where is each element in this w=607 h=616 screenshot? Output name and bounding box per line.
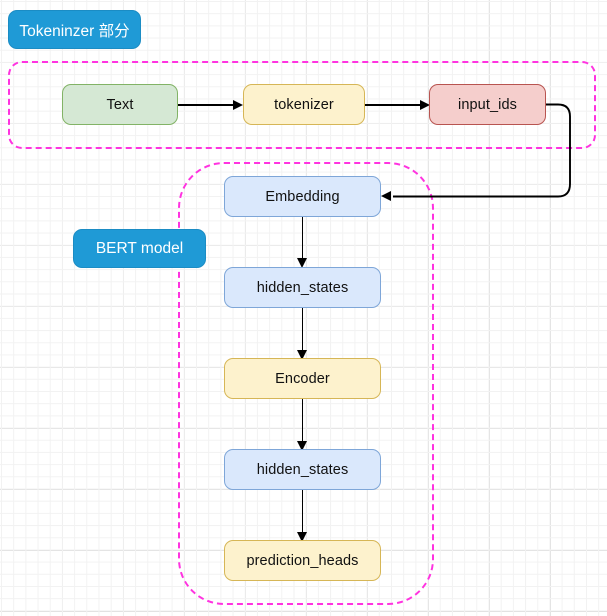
node-hidden-states-1[interactable]: hidden_states [224,267,381,308]
node-input-ids[interactable]: input_ids [429,84,546,125]
node-embedding-label: Embedding [265,188,340,205]
edge-embedding-to-hidden-states-1-arrowhead [297,258,307,268]
edge-hidden-states-1-to-encoder-line [301,308,304,353]
node-prediction-heads-label: prediction_heads [246,552,359,569]
edge-input-ids-to-embedding-arrowhead [381,191,391,201]
node-tokenizer[interactable]: tokenizer [243,84,365,125]
edge-encoder-to-hidden-states-2-line [301,399,304,444]
group-frame-tokenizer [8,61,596,149]
node-hidden-states-1-label: hidden_states [256,279,349,296]
group-label-tokenizer: Tokeninzer 部分 [8,10,141,49]
edge-hidden-states-2-to-prediction-heads-line [301,490,304,535]
node-tokenizer-label: tokenizer [274,96,334,113]
edge-hidden-states-1-to-encoder-arrowhead [297,350,307,360]
node-hidden-states-2[interactable]: hidden_states [224,449,381,490]
edge-hidden-states-2-to-prediction-heads-arrowhead [297,532,307,542]
node-encoder-label: Encoder [275,370,330,387]
node-text[interactable]: Text [62,84,178,125]
node-input-ids-label: input_ids [458,96,517,113]
node-text-label: Text [106,96,134,113]
node-embedding[interactable]: Embedding [224,176,381,217]
node-encoder[interactable]: Encoder [224,358,381,399]
edge-encoder-to-hidden-states-2-arrowhead [297,441,307,451]
edge-text-to-tokenizer-arrowhead [233,99,243,110]
edge-embedding-to-hidden-states-1-line [301,216,304,261]
group-label-tokenizer-text: Tokeninzer 部分 [19,22,130,40]
group-label-bert-model-text: BERT model [95,239,184,257]
node-prediction-heads[interactable]: prediction_heads [224,540,381,581]
group-frame-bert-model [178,162,434,605]
node-hidden-states-2-label: hidden_states [256,461,349,478]
group-label-bert-model: BERT model [73,229,206,268]
edge-tokenizer-to-input-ids-line [365,104,422,106]
edge-text-to-tokenizer-line [178,104,235,106]
